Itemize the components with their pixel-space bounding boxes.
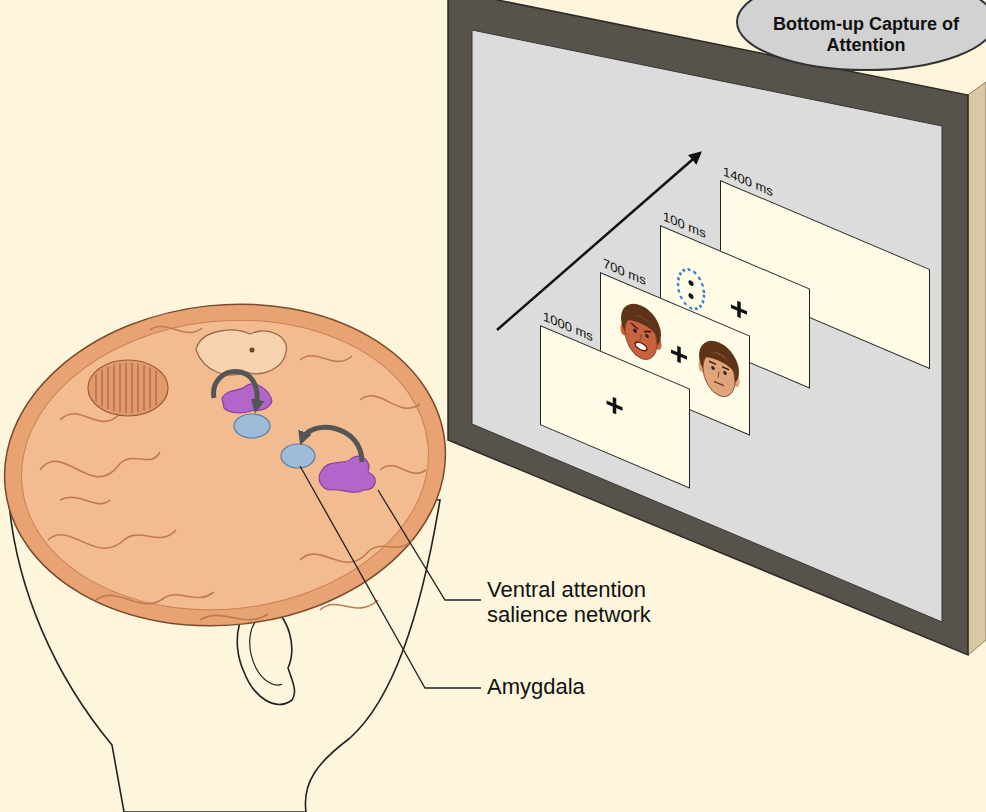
stripe (149, 368, 150, 409)
amygdala-shape (281, 444, 315, 468)
gyrus-line (360, 396, 420, 408)
probe-highlight (678, 265, 704, 314)
probe-dot (688, 292, 693, 299)
leader-line (300, 466, 481, 688)
bubble-title: Bottom-up Capture of Attention (766, 14, 966, 56)
monitor-screen (472, 30, 942, 622)
structure-label: Ventral attention salience network (487, 577, 702, 627)
stripe (137, 364, 138, 412)
stripe (95, 374, 96, 402)
brow (722, 367, 729, 370)
influence-arrow (302, 427, 362, 462)
probe-dot (688, 279, 693, 286)
stripe (113, 365, 114, 411)
leader-line (378, 490, 481, 600)
hair-fringe (624, 310, 659, 337)
salience-region (319, 456, 375, 492)
gyrus-line (40, 452, 160, 477)
fixation-cross (677, 347, 681, 363)
stripe (125, 363, 126, 413)
gyrus-line (380, 466, 426, 474)
brain-section (7, 300, 443, 629)
gyrus-line (300, 356, 352, 362)
influence-arrow (214, 371, 258, 408)
bubble-shape (737, 0, 986, 70)
eye (711, 365, 715, 370)
brow (709, 361, 716, 364)
salience-region (222, 384, 272, 413)
fixation-cross (737, 302, 741, 318)
monitor-bezel (448, 0, 968, 655)
brain-cortex (0, 283, 462, 647)
stripe (143, 365, 144, 410)
eye (645, 333, 649, 338)
structure-label: Amygdala (487, 674, 687, 699)
stripe (119, 364, 120, 413)
mouth (714, 381, 724, 385)
nose (640, 334, 641, 341)
ear-detail (250, 618, 282, 685)
gyrus-line (300, 540, 412, 562)
striped-structure (88, 360, 168, 416)
gyrus-line (60, 414, 120, 422)
eye (633, 328, 637, 333)
gyrus-line (60, 497, 110, 503)
label-slot: Amygdala (487, 674, 687, 699)
monitor-side (968, 82, 986, 655)
gyrus-line (150, 327, 202, 333)
stripe (107, 367, 108, 409)
fixation-cross (613, 398, 617, 414)
gyrus-line (48, 530, 176, 548)
brow (644, 329, 651, 335)
stripe (155, 371, 156, 405)
midbrain-dot (250, 348, 255, 353)
gyrus-line (200, 614, 268, 620)
stripe (131, 363, 132, 413)
eye (723, 370, 727, 375)
label-slot: Ventral attention salience network (487, 577, 702, 627)
mouth (635, 340, 647, 352)
gyrus-line (320, 600, 378, 610)
gyrus-line (96, 592, 214, 604)
amygdala-shape (234, 414, 270, 438)
nose (718, 371, 719, 378)
brow (631, 323, 638, 329)
midbrain (196, 330, 286, 375)
stripe (101, 370, 102, 407)
speech-bubble: Bottom-up Capture of Attention (735, 0, 986, 72)
hair-fringe (702, 347, 737, 374)
